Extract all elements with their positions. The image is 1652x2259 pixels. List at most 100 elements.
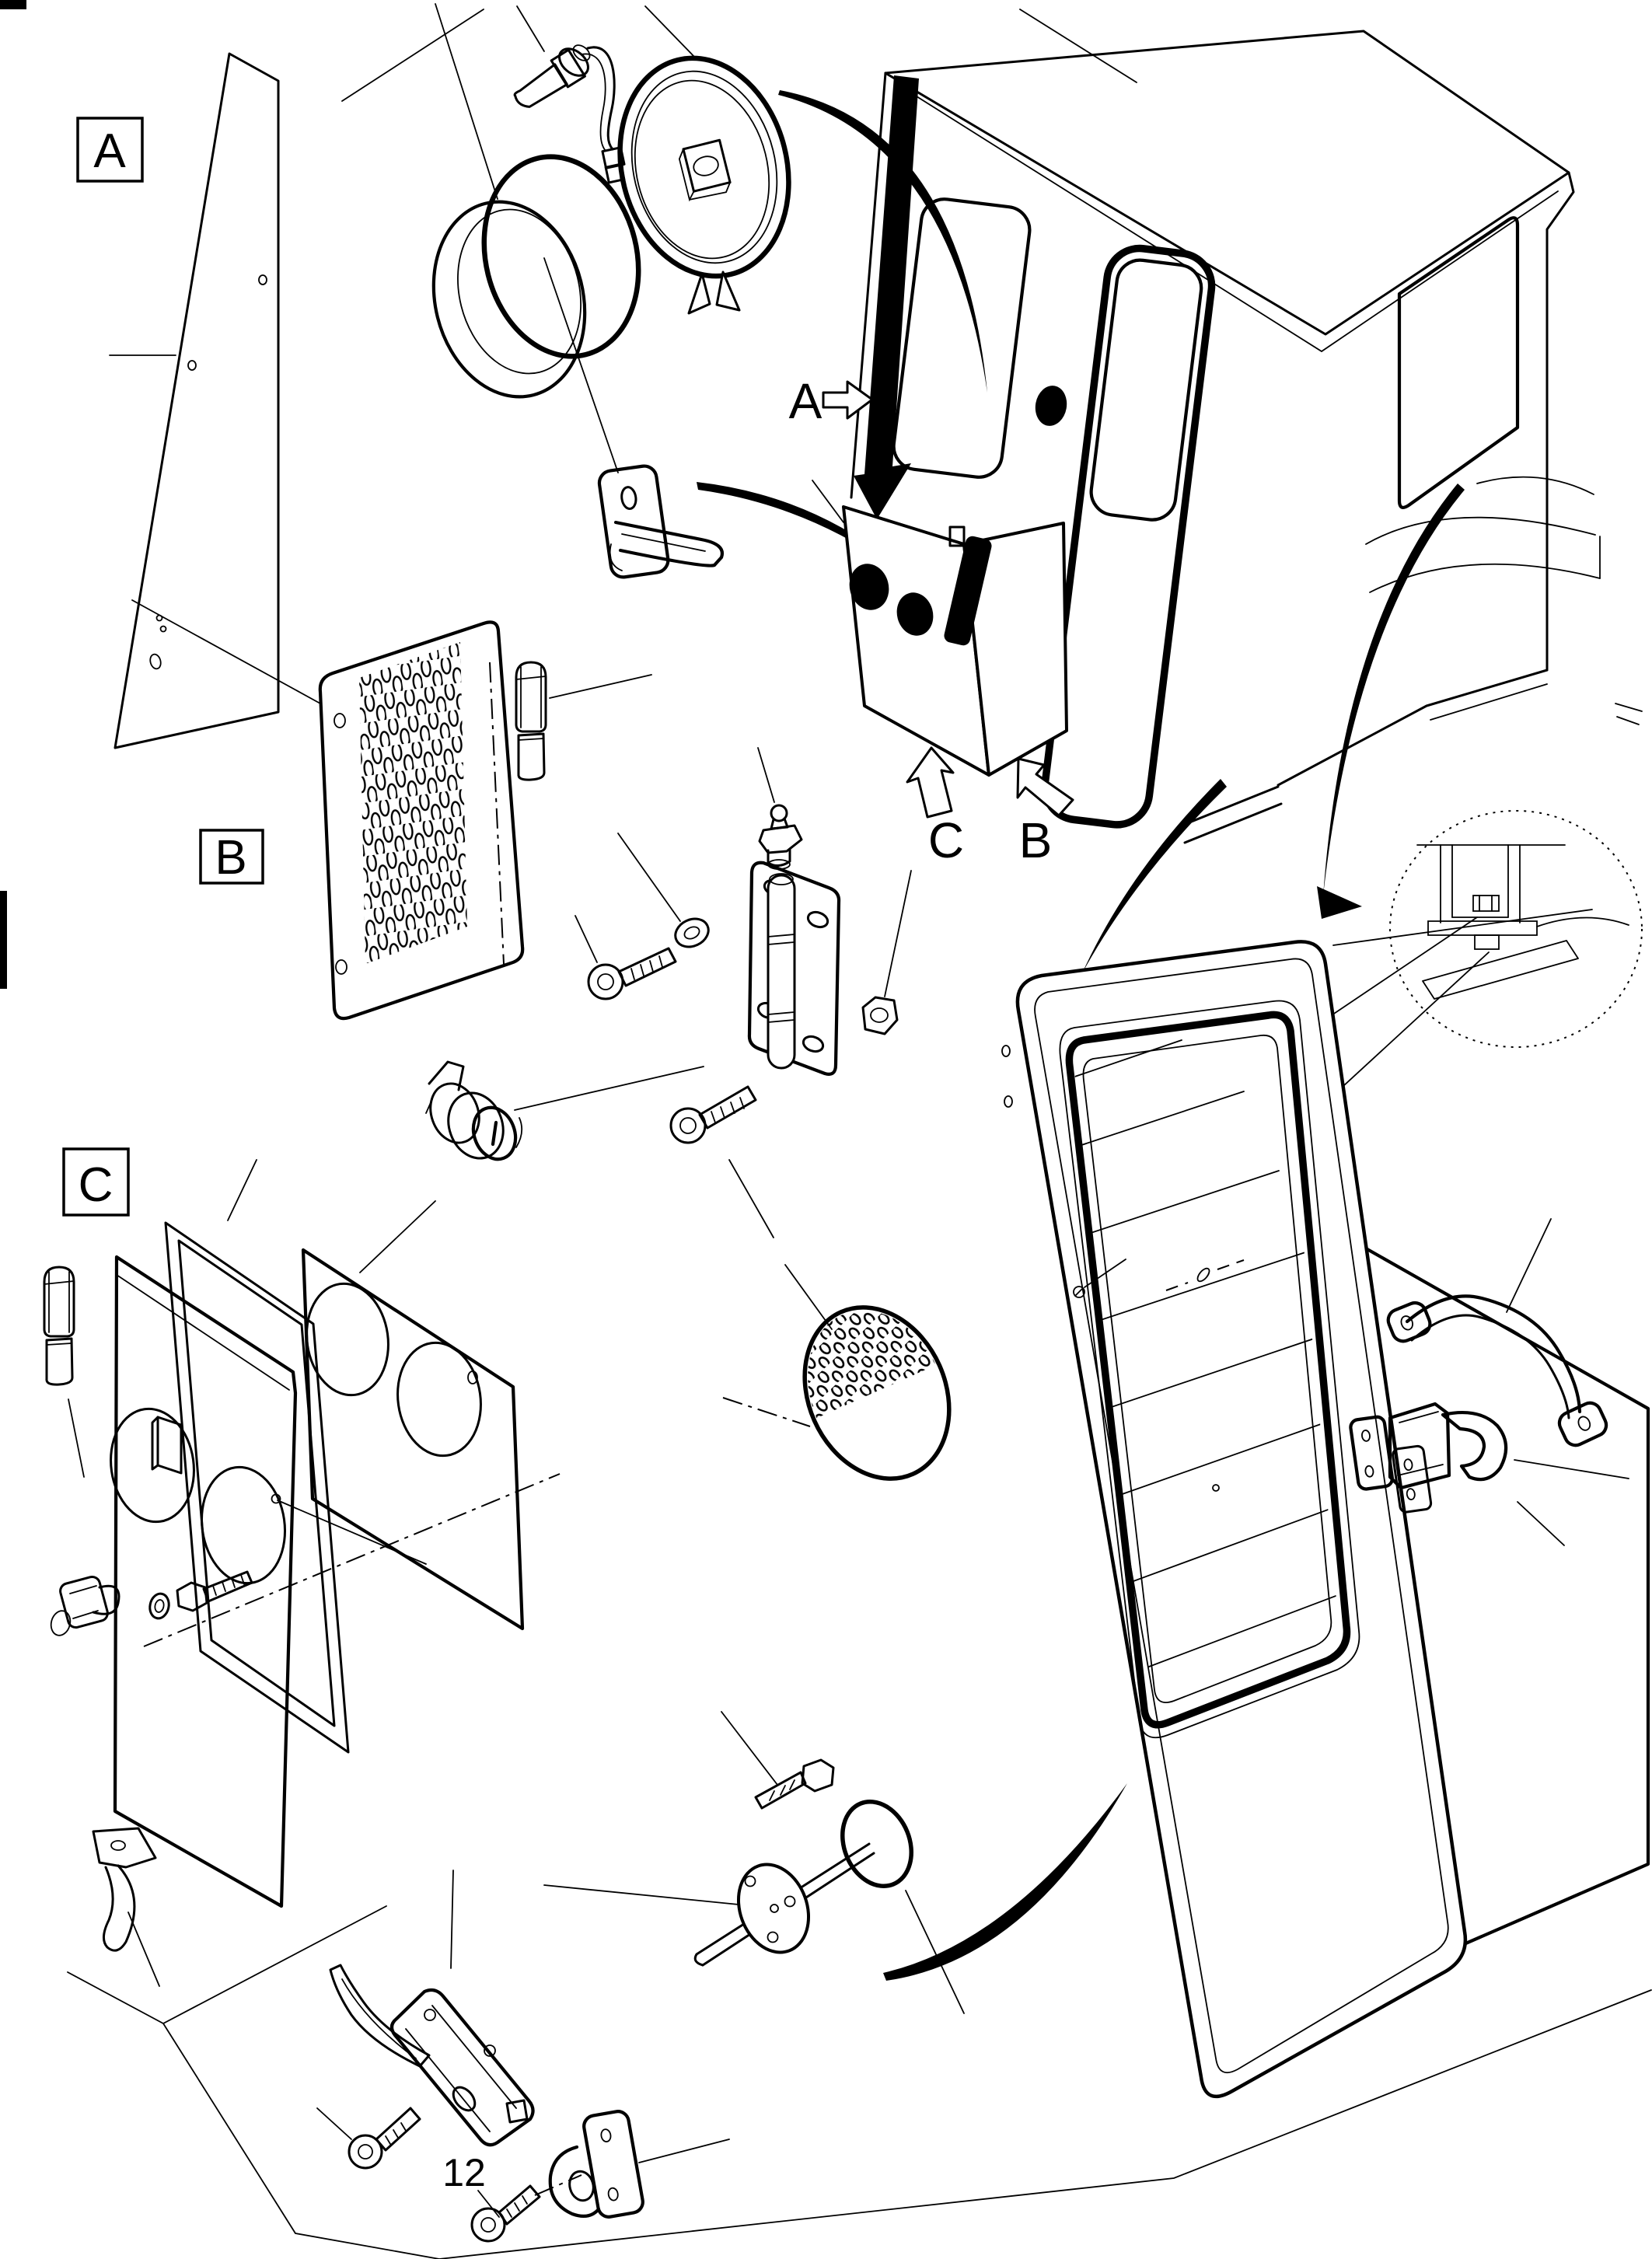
grease-fitting bbox=[758, 804, 803, 870]
cab-roof-near-edges bbox=[884, 72, 1570, 336]
key-lock bbox=[425, 1060, 523, 1161]
flange-disc bbox=[736, 1863, 811, 1954]
page-edge-mark-top bbox=[0, 0, 26, 9]
door-handle bbox=[1386, 1294, 1608, 1447]
door-hinge bbox=[747, 861, 841, 1076]
leader-line bbox=[1517, 1501, 1565, 1546]
callout-label-b: B bbox=[215, 831, 246, 885]
leader-line bbox=[757, 747, 775, 803]
page-edge-mark-left bbox=[0, 891, 7, 989]
headlight-housing bbox=[617, 55, 791, 315]
leader-line bbox=[435, 3, 498, 200]
leader-line bbox=[1506, 1218, 1552, 1313]
callout-box-a bbox=[76, 117, 144, 183]
leader-line bbox=[549, 674, 652, 699]
callout-label-a: A bbox=[93, 124, 126, 178]
view-arrow-c: C bbox=[906, 746, 964, 868]
page-border-bottom bbox=[162, 1989, 1652, 2259]
leader-line bbox=[131, 599, 321, 704]
detail-arrowhead bbox=[1317, 886, 1362, 919]
inset-circle bbox=[1389, 810, 1643, 1048]
leader-line bbox=[721, 1711, 778, 1786]
outer-handle-assembly: 12 bbox=[316, 1870, 730, 2243]
washer bbox=[148, 1592, 170, 1620]
socket-bolt bbox=[348, 2107, 421, 2170]
view-arrow-b: B bbox=[1016, 757, 1074, 868]
cab-pillar-accent bbox=[854, 75, 919, 519]
bulb-wire bbox=[586, 46, 616, 151]
cab-door-opening bbox=[1041, 244, 1216, 829]
part-number-12: 12 bbox=[442, 2151, 486, 2194]
cab-seat-sketch bbox=[1365, 476, 1601, 593]
callout-box-c bbox=[62, 1147, 130, 1217]
cab bbox=[812, 9, 1643, 946]
assembly-arc bbox=[883, 1783, 1127, 1981]
axis-line bbox=[143, 1473, 561, 1647]
heater-vent-hole bbox=[896, 592, 934, 636]
handle-lever bbox=[329, 1964, 431, 2068]
leader-line bbox=[638, 2139, 730, 2163]
hinge-axis-line bbox=[489, 662, 505, 965]
leader-line bbox=[277, 1500, 427, 1565]
hinge-pin bbox=[43, 1266, 75, 1386]
leader-line bbox=[1019, 9, 1137, 83]
page-border-notch bbox=[67, 1905, 387, 2025]
leader-line bbox=[477, 2190, 500, 2218]
cab-left-pillar bbox=[850, 72, 887, 499]
pillar-trim-panel bbox=[114, 52, 280, 749]
hinge-barrel bbox=[767, 874, 796, 1070]
cab-windshield bbox=[892, 197, 1032, 479]
leader-line bbox=[316, 2107, 352, 2140]
headlight-assembly bbox=[431, 3, 791, 399]
assembly-arc bbox=[778, 90, 987, 393]
assembly-arc bbox=[697, 482, 927, 592]
housing-bracket-foot bbox=[715, 271, 741, 312]
leader-line bbox=[575, 915, 598, 963]
section-a: A bbox=[76, 9, 484, 749]
striker-bracket bbox=[548, 2110, 644, 2219]
cab-door bbox=[1001, 940, 1468, 2099]
heater-vent-hole bbox=[849, 564, 889, 610]
arrow-c-icon bbox=[906, 746, 955, 819]
assembly-arc bbox=[1323, 484, 1465, 896]
hex-nut bbox=[861, 996, 899, 1035]
leader-line bbox=[905, 1890, 965, 2014]
heater-panel-slot bbox=[944, 536, 992, 646]
leader-line bbox=[884, 870, 912, 997]
cab-black-dot bbox=[1035, 386, 1067, 426]
headlight-seal-ring bbox=[481, 154, 641, 359]
leader-line bbox=[543, 1884, 739, 1905]
leader-line bbox=[514, 1066, 704, 1111]
hex-bolt bbox=[754, 1758, 835, 1810]
callout-label-c: C bbox=[79, 1158, 114, 1212]
leader-line bbox=[341, 9, 484, 102]
handle-rod-assembly bbox=[543, 1711, 965, 2014]
leader-line bbox=[617, 833, 681, 922]
headlight-lens bbox=[431, 200, 587, 399]
door-group bbox=[1001, 940, 1650, 2099]
door-window-seal bbox=[1065, 1011, 1351, 1729]
view-arrow-a: A bbox=[789, 373, 874, 429]
view-label-b: B bbox=[1019, 812, 1053, 868]
handle-base bbox=[389, 1988, 535, 2147]
arrow-b-icon bbox=[1016, 757, 1074, 817]
leader-line bbox=[784, 1264, 833, 1330]
cab-side-window bbox=[1397, 216, 1520, 509]
leader-line bbox=[227, 1159, 257, 1221]
leader-line bbox=[516, 5, 545, 52]
inner-panel bbox=[301, 1248, 525, 1631]
door-pin bbox=[1165, 1259, 1245, 1291]
headlight-bulb bbox=[513, 44, 626, 184]
section-c: C bbox=[43, 1147, 952, 1987]
cab-door-sill bbox=[1180, 785, 1283, 844]
assembly-arc bbox=[1082, 779, 1227, 973]
heater-box bbox=[842, 505, 1068, 777]
leader-line bbox=[1514, 1459, 1629, 1479]
cab-roof-outline bbox=[884, 30, 1575, 672]
leader-line bbox=[450, 1870, 454, 1969]
socket-bolt bbox=[587, 947, 677, 1000]
socket-bolt bbox=[669, 1085, 757, 1144]
leader-line bbox=[68, 1398, 85, 1478]
